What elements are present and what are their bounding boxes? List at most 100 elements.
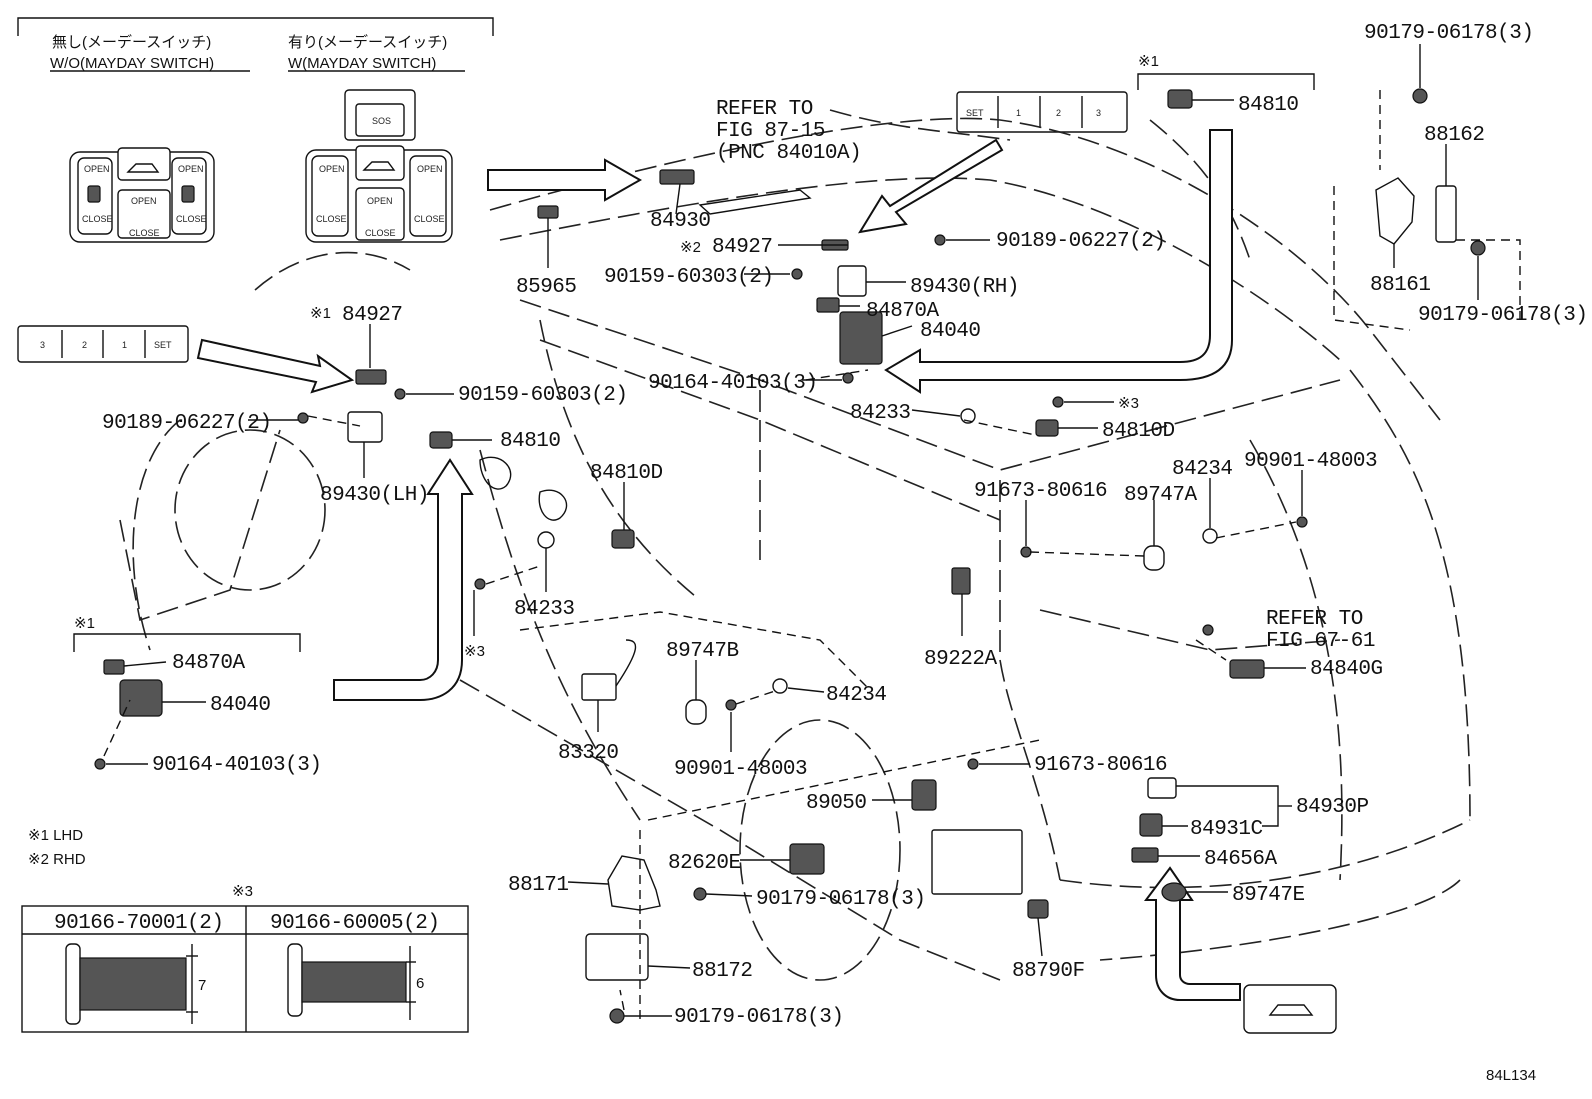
- mayday-variant-header: 無し(メーデースイッチ) W/O(MAYDAY SWITCH) 有り(メーデース…: [17, 17, 494, 72]
- label-84233-left: 84233: [514, 598, 575, 621]
- part-84040-top: [839, 311, 883, 365]
- label-88161: 88161: [1370, 274, 1431, 297]
- variant-wo-jp-label: 無し(メーデースイッチ): [52, 33, 211, 51]
- bolt-shank-1: [79, 957, 187, 1011]
- callout-arrows: [196, 129, 1241, 1001]
- arrow-to-84927-lh: [196, 338, 355, 394]
- part-84234-right: [1202, 528, 1218, 544]
- part-90901-right: [1296, 516, 1308, 528]
- label-84810d-right: 84810D: [1102, 420, 1175, 443]
- label-90901-mid: 90901-48003: [674, 758, 807, 781]
- part-84930p: [1147, 777, 1177, 799]
- label-84840g: 84840G: [1310, 658, 1383, 681]
- label-90189-rh: 90189-06227(2): [996, 230, 1165, 253]
- note-lhd: ※1 LHD: [28, 827, 83, 844]
- ref-fig87-line3: (PNC 84010A): [716, 142, 861, 165]
- label-84040-top: 84040: [920, 320, 981, 343]
- wo-left-close-label: CLOSE: [82, 214, 113, 224]
- note-rhd: ※2 RHD: [28, 851, 86, 868]
- sos-label: SOS: [372, 116, 391, 126]
- ref-fig87-line2: FIG 87-15: [716, 120, 825, 143]
- label-84234-mid: 84234: [826, 684, 887, 707]
- part-84234-mid: [772, 678, 788, 694]
- note1-mark-lh: ※1: [310, 305, 331, 322]
- rear-hatch-switch: [1243, 984, 1337, 1034]
- part-84930: [659, 169, 695, 185]
- part-82620e: [789, 843, 825, 875]
- part-84040-box: [119, 679, 163, 717]
- part-89222a: [951, 567, 971, 595]
- note-brackets: ※1 ※1: [73, 53, 1315, 652]
- wo-center-open-label: OPEN: [131, 196, 157, 206]
- rh-m3-label: 3: [1096, 108, 1101, 118]
- figure-code: 84L134: [1486, 1067, 1536, 1084]
- bolt-table: ※3 90166-70001(2) 90166-60005(2) 7 6: [21, 883, 469, 1033]
- label-84927-lh: 84927: [342, 304, 403, 327]
- w-left-open-label: OPEN: [319, 164, 345, 174]
- w-left-close-label: CLOSE: [316, 214, 347, 224]
- part-glyphs: [94, 88, 1486, 1024]
- w-right-open-label: OPEN: [417, 164, 443, 174]
- lh-set-label: SET: [154, 340, 172, 350]
- part-90189-lh: [297, 412, 309, 424]
- label-84870a-box: 84870A: [172, 652, 246, 675]
- arrow-to-84040: [884, 129, 1233, 394]
- arrow-to-84927-rh: [857, 138, 1004, 234]
- part-88171: [607, 855, 661, 911]
- label-83320: 83320: [558, 742, 619, 765]
- part-84656a: [1131, 847, 1159, 863]
- door-icon: [87, 185, 101, 203]
- part-84870a-box: [103, 659, 125, 675]
- bolt-table-col2-header: 90166-60005(2): [270, 912, 439, 935]
- label-90901-right: 90901-48003: [1244, 450, 1377, 473]
- part-83320: [581, 673, 617, 701]
- label-84810-top: 84810: [1238, 94, 1299, 117]
- memory-switch-strip-rh: SET 1 2 3: [956, 91, 1128, 133]
- label-84234-right: 84234: [1172, 458, 1233, 481]
- part-90179-tr1: [1412, 88, 1428, 104]
- part-clip-b: [538, 489, 568, 521]
- switch-panel-w-mayday: SOS OPEN CLOSE OPEN CLOSE OPEN CLOSE: [305, 89, 453, 243]
- note1-mark-box: ※1: [74, 615, 95, 632]
- rh-m1-label: 1: [1016, 108, 1021, 118]
- label-88790f: 88790F: [1012, 960, 1085, 983]
- note3-mark-right: ※3: [1118, 395, 1139, 412]
- variant-w-jp-label: 有り(メーデースイッチ): [288, 33, 447, 51]
- part-91673-top: [1020, 546, 1032, 558]
- label-89747a: 89747A: [1124, 484, 1198, 507]
- part-refer-bolt: [1202, 624, 1214, 636]
- label-91673-top: 91673-80616: [974, 480, 1107, 503]
- label-84927-rh: 84927: [712, 236, 773, 259]
- part-90189-rh: [934, 234, 946, 246]
- note3-mark-left: ※3: [464, 643, 485, 660]
- bolt-dim-1: 7: [198, 977, 206, 994]
- label-84233-right: 84233: [850, 402, 911, 425]
- label-89430-rh: 89430(RH): [910, 276, 1019, 299]
- label-84040-box: 84040: [210, 694, 271, 717]
- part-clip-a: [479, 456, 512, 490]
- wo-left-open-label: OPEN: [84, 164, 110, 174]
- lh-m1-label: 1: [122, 340, 127, 350]
- part-83320-wire: [615, 639, 637, 687]
- label-90159-rh: 90159-60303(2): [604, 266, 773, 289]
- part-90164-top: [842, 372, 854, 384]
- part-number-labels: REFER TO FIG 87-15 (PNC 84010A) 84930 ※2…: [102, 22, 1588, 1029]
- label-90179-mid: 90179-06178(3): [756, 888, 925, 911]
- part-84810-mid: [429, 431, 453, 449]
- rh-set-label: SET: [966, 108, 984, 118]
- part-88790f: [1027, 899, 1049, 919]
- lh-m2-label: 2: [82, 340, 87, 350]
- label-84870a-top: 84870A: [866, 300, 940, 323]
- part-89747a: [1143, 545, 1165, 571]
- note2-mark: ※2: [680, 239, 701, 256]
- part-battery: [931, 829, 1023, 895]
- part-90159-lh: [394, 388, 406, 400]
- variant-wo-en-label: W/O(MAYDAY SWITCH): [50, 55, 214, 72]
- switch-panel-wo-mayday: OPEN CLOSE OPEN CLOSE OPEN CLOSE: [69, 147, 215, 243]
- part-84840g: [1229, 659, 1265, 679]
- part-84810-top: [1167, 89, 1193, 109]
- bolt-shank-2: [301, 961, 407, 1003]
- note3-mark-table: ※3: [232, 883, 253, 900]
- part-84927-lh: [355, 369, 387, 385]
